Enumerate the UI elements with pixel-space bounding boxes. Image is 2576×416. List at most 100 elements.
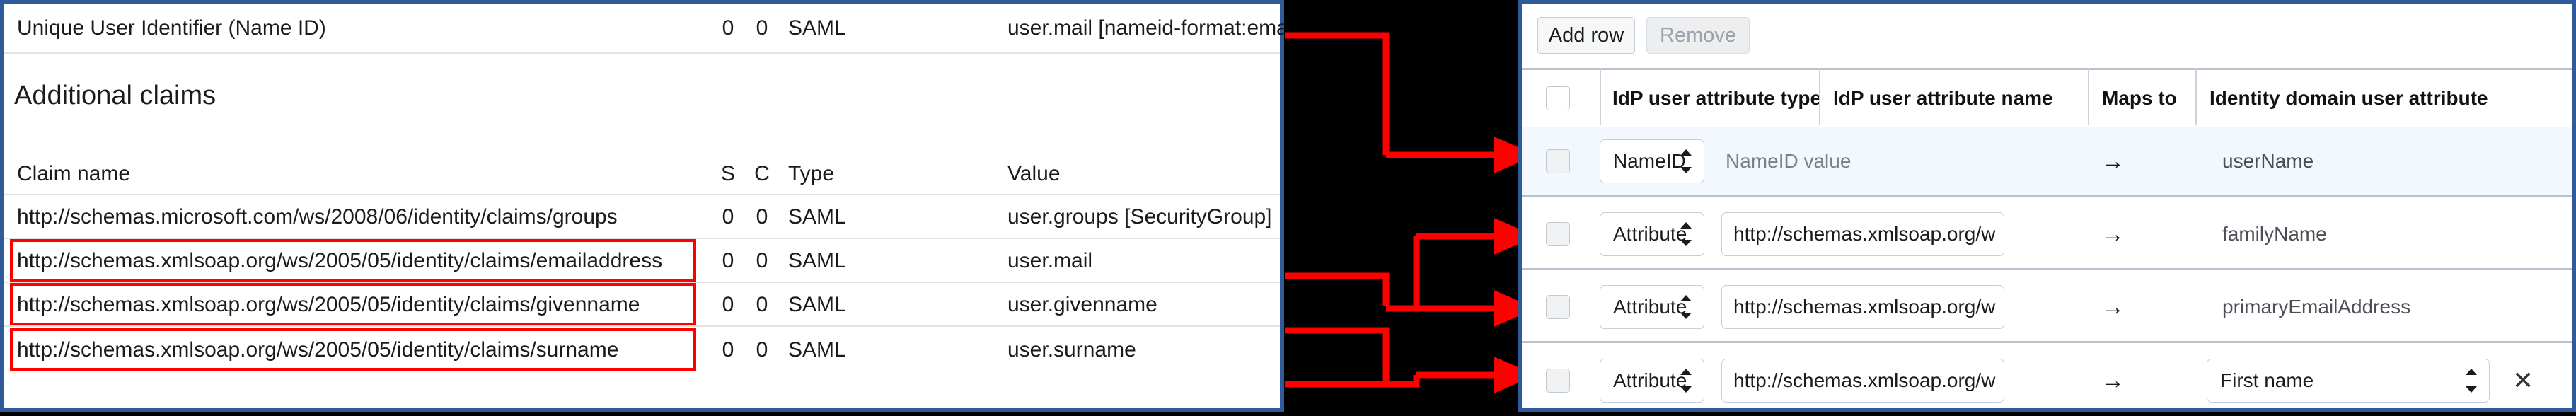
arrow-path-4b xyxy=(1285,375,1420,388)
idp-attribute-type-select[interactable]: Attribute xyxy=(1600,212,1704,256)
claim-value-cell: user.givenname xyxy=(1007,293,1157,316)
header-divider xyxy=(1819,68,1820,125)
maps-to-arrow-icon: → xyxy=(2101,220,2125,248)
header-divider xyxy=(2195,68,2197,125)
select-all-checkbox[interactable] xyxy=(1546,86,1570,110)
idp-attribute-type-value: Attribute xyxy=(1613,295,1687,318)
table-row[interactable]: Attribute http://schemas.xmlsoap.org/w →… xyxy=(1522,272,2572,343)
claim-name-cell: http://schemas.xmlsoap.org/ws/2005/05/id… xyxy=(17,249,663,272)
divider xyxy=(4,194,1280,195)
mapping-arrows-connector xyxy=(1284,0,1518,412)
idp-attribute-type-value: NameID xyxy=(1613,149,1686,172)
identity-domain-mapping-panel: Add row Remove IdP user attribute type I… xyxy=(1518,0,2576,412)
remove-button[interactable]: Remove xyxy=(1646,17,1750,54)
divider xyxy=(4,238,1280,239)
divider xyxy=(4,325,1280,327)
azure-claims-panel: Unique User Identifier (Name ID) 0 0 SAM… xyxy=(0,0,1382,412)
arrow-path-1 xyxy=(1285,32,1390,155)
identity-domain-attribute-value: First name xyxy=(2220,369,2314,391)
table-row[interactable]: http://schemas.xmlsoap.org/ws/2005/05/id… xyxy=(4,330,1280,371)
idp-attribute-name-value: http://schemas.xmlsoap.org/w xyxy=(1733,295,1996,318)
claim-name-cell: http://schemas.xmlsoap.org/ws/2005/05/id… xyxy=(17,293,640,316)
table-row[interactable]: http://schemas.xmlsoap.org/ws/2005/05/id… xyxy=(4,284,1280,325)
claim-c-cell: 0 xyxy=(756,205,768,229)
claim-s-cell: 0 xyxy=(722,338,734,362)
idp-attribute-name-input[interactable]: http://schemas.xmlsoap.org/w xyxy=(1721,212,2004,256)
table-row[interactable]: Attribute http://schemas.xmlsoap.org/w →… xyxy=(1522,345,2572,416)
nameid-s-value: 0 xyxy=(722,16,734,40)
maps-to-arrow-icon: → xyxy=(2101,147,2125,175)
arrow-diagram xyxy=(1285,32,1518,394)
claim-name-cell: http://schemas.xmlsoap.org/ws/2005/05/id… xyxy=(17,338,619,362)
claim-type-cell: SAML xyxy=(788,293,846,316)
table-row[interactable]: http://schemas.microsoft.com/ws/2008/06/… xyxy=(4,197,1280,238)
idp-attribute-name-placeholder[interactable]: NameID value xyxy=(1726,149,1852,172)
chevron-updown-icon xyxy=(1680,294,1692,319)
chevron-updown-icon xyxy=(2465,369,2478,393)
col-value: Value xyxy=(1007,162,1061,185)
idp-attribute-type-select[interactable]: NameID xyxy=(1600,139,1704,183)
idp-attribute-name-input[interactable]: http://schemas.xmlsoap.org/w xyxy=(1721,359,2004,403)
col-idp-attribute-name: IdP user attribute name xyxy=(1833,87,2053,109)
row-checkbox[interactable] xyxy=(1546,369,1570,393)
mapping-toolbar: Add row Remove xyxy=(1522,4,2572,67)
claim-value-cell: user.surname xyxy=(1007,338,1136,362)
claim-name-cell: http://schemas.microsoft.com/ws/2008/06/… xyxy=(17,205,618,229)
mapping-table-container: Add row Remove IdP user attribute type I… xyxy=(1522,4,2572,408)
nameid-row[interactable]: Unique User Identifier (Name ID) 0 0 SAM… xyxy=(4,4,1382,52)
idp-attribute-name-value: http://schemas.xmlsoap.org/w xyxy=(1733,222,1996,245)
claim-value-cell: user.groups [SecurityGroup] xyxy=(1007,205,1272,229)
table-row[interactable]: NameID NameID value → userName xyxy=(1522,127,2572,197)
claim-type-cell: SAML xyxy=(788,338,846,362)
idp-attribute-type-select[interactable]: Attribute xyxy=(1600,284,1704,329)
nameid-c-value: 0 xyxy=(756,16,768,40)
claim-type-cell: SAML xyxy=(788,205,846,229)
header-divider xyxy=(1600,68,1601,125)
identity-domain-attribute-value: primaryEmailAddress xyxy=(2222,295,2411,318)
identity-domain-attribute-select[interactable]: First name xyxy=(2207,359,2490,403)
claim-c-cell: 0 xyxy=(756,249,768,272)
maps-to-arrow-icon: → xyxy=(2101,367,2125,394)
row-checkbox[interactable] xyxy=(1546,221,1570,246)
azure-claims-inner: Unique User Identifier (Name ID) 0 0 SAM… xyxy=(4,4,1382,408)
table-row[interactable]: http://schemas.xmlsoap.org/ws/2005/05/id… xyxy=(4,241,1280,282)
col-s: S xyxy=(720,162,735,185)
maps-to-arrow-icon: → xyxy=(2101,293,2125,320)
col-c: C xyxy=(754,162,770,185)
chevron-updown-icon xyxy=(1680,369,1692,393)
remove-row-icon[interactable]: ✕ xyxy=(2512,366,2534,395)
claims-table-header: Claim name S C Type Value xyxy=(4,154,1280,194)
divider xyxy=(4,52,1280,54)
idp-attribute-type-value: Attribute xyxy=(1613,369,1687,391)
claim-c-cell: 0 xyxy=(756,293,768,316)
claim-s-cell: 0 xyxy=(722,249,734,272)
col-claim-name: Claim name xyxy=(17,162,131,185)
col-idp-attribute-type: IdP user attribute type xyxy=(1612,87,1822,109)
header-divider xyxy=(2088,68,2089,125)
arrow-path-4 xyxy=(1285,327,1390,381)
select-all-header xyxy=(1539,70,1581,127)
nameid-type-value: SAML xyxy=(788,16,846,40)
claim-s-cell: 0 xyxy=(722,205,734,229)
idp-attribute-name-input[interactable]: http://schemas.xmlsoap.org/w xyxy=(1721,284,2004,329)
mapping-table-header: IdP user attribute type IdP user attribu… xyxy=(1522,68,2572,129)
add-row-button[interactable]: Add row xyxy=(1537,17,1635,54)
divider xyxy=(4,282,1280,283)
arrow-path-2 xyxy=(1285,272,1390,306)
row-checkbox[interactable] xyxy=(1546,294,1570,319)
claim-c-cell: 0 xyxy=(756,338,768,362)
idp-attribute-type-value: Attribute xyxy=(1613,222,1687,245)
claim-s-cell: 0 xyxy=(722,293,734,316)
idp-attribute-type-select[interactable]: Attribute xyxy=(1600,359,1704,403)
col-type: Type xyxy=(788,162,835,185)
col-maps-to: Maps to xyxy=(2102,87,2177,109)
identity-domain-attribute-value: familyName xyxy=(2222,222,2327,245)
row-checkbox[interactable] xyxy=(1546,149,1570,173)
claim-type-cell: SAML xyxy=(788,249,846,272)
chevron-updown-icon xyxy=(1680,221,1692,246)
table-row[interactable]: Attribute http://schemas.xmlsoap.org/w →… xyxy=(1522,200,2572,270)
col-identity-domain-attribute: Identity domain user attribute xyxy=(2210,87,2488,109)
additional-claims-heading: Additional claims xyxy=(14,81,216,110)
nameid-claim-name: Unique User Identifier (Name ID) xyxy=(17,16,326,40)
identity-domain-attribute-value: userName xyxy=(2222,149,2314,172)
